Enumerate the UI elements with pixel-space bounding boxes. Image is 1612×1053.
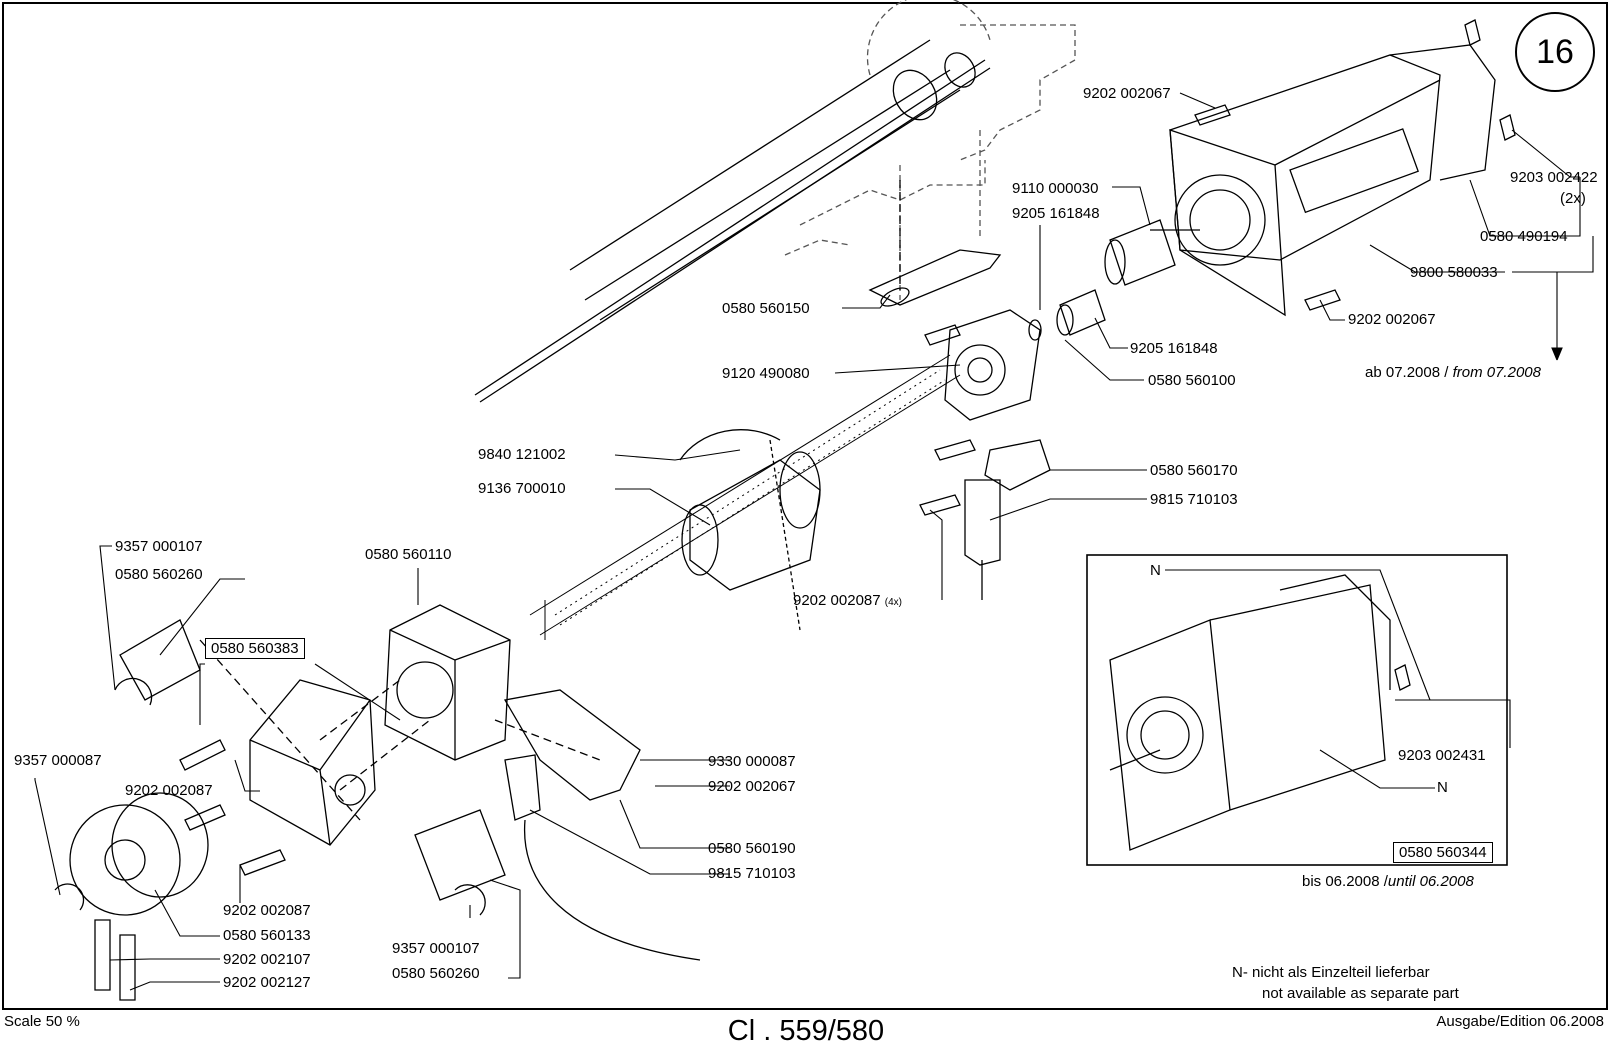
machine-frame-outline xyxy=(784,0,1076,300)
footer-model: Cl . 559/580 xyxy=(727,1015,885,1047)
bracket-0580-560170 xyxy=(984,439,1051,491)
part-label: 0580 560100 xyxy=(1148,372,1236,389)
pin-0580-560260-left xyxy=(119,619,201,701)
clip-9357-000107-bottom xyxy=(454,884,486,916)
part-label: 9202 002127 xyxy=(223,974,311,991)
flange-9120-490080 xyxy=(944,309,1041,421)
inset-n-label: N xyxy=(1150,562,1161,579)
part-label: 9202 002067 xyxy=(708,778,796,795)
clip-9357-000087 xyxy=(54,883,85,911)
part-label: 9136 700010 xyxy=(478,480,566,497)
part-label: 0580 560260 xyxy=(392,965,480,982)
part-label: 9815 710103 xyxy=(708,865,796,882)
clip-9357-000107-left xyxy=(114,677,153,706)
footer-scale: Scale 50 % xyxy=(4,1013,80,1030)
ball-screw-9840-121002 xyxy=(529,354,961,640)
block-0580-560110 xyxy=(384,604,511,761)
part-qty: (4x) xyxy=(884,597,902,608)
part-label: 0580 560170 xyxy=(1150,462,1238,479)
inset-motor-0580-560344 xyxy=(1109,574,1411,851)
inset-frame xyxy=(1086,554,1508,866)
pin-0580-560260-bottom xyxy=(414,809,506,901)
bracket-0580-560150 xyxy=(868,249,1002,306)
part-label: 0580 560260 xyxy=(115,566,203,583)
part-label: 0580 490194 xyxy=(1480,228,1568,245)
leader-lines xyxy=(34,92,1594,991)
part-number: 9202 002087 xyxy=(793,592,881,609)
part-label: 9840 121002 xyxy=(478,446,566,463)
until-note-de: bis 06.2008 / xyxy=(1302,873,1388,890)
part-label: 9330 000087 xyxy=(708,753,796,770)
n-note-de: N- nicht als Einzelteil lieferbar xyxy=(1232,964,1430,981)
n-note-en: not available as separate part xyxy=(1262,985,1459,1002)
wheel-0580-560133 xyxy=(69,792,209,916)
page-number: 16 xyxy=(1515,12,1595,92)
from-note-en: from 07.2008 xyxy=(1452,364,1541,381)
part-label: 9357 000107 xyxy=(115,538,203,555)
part-label: 9202 002087 xyxy=(125,782,213,799)
part-label: 9202 002067 xyxy=(1348,311,1436,328)
inset-n-label: N xyxy=(1437,779,1448,796)
sensor-9815-710103 xyxy=(504,754,541,821)
part-label: 9202 002087 xyxy=(223,902,311,919)
part-label: 0580 560110 xyxy=(365,546,452,563)
part-label: 9202 002107 xyxy=(223,951,311,968)
part-label: 0580 560133 xyxy=(223,927,311,944)
from-note: ab 07.2008 / from 07.2008 xyxy=(1365,364,1541,381)
until-note-en: until 06.2008 xyxy=(1387,873,1474,890)
part-label-qty: (2x) xyxy=(1560,190,1586,207)
from-note-de: ab 07.2008 / xyxy=(1365,364,1453,381)
part-label: 9205 161848 xyxy=(1130,340,1218,357)
part-label-boxed: 0580 560344 xyxy=(1393,842,1493,863)
part-label: 0580 560150 xyxy=(722,300,810,317)
part-label: 9202 002067 xyxy=(1083,85,1171,102)
part-label: 0580 560190 xyxy=(708,840,796,857)
part-label: 9357 000107 xyxy=(392,940,480,957)
guide-rails xyxy=(474,39,991,403)
bracket-0580-560190 xyxy=(503,689,641,801)
part-label: 9800 580033 xyxy=(1410,264,1498,281)
coupling-9110-000030 xyxy=(1028,219,1176,341)
rail-collar xyxy=(892,69,938,121)
until-note: bis 06.2008 /until 06.2008 xyxy=(1302,873,1474,890)
motor-9800-580033 xyxy=(1150,44,1496,317)
block-0580-560383 xyxy=(249,679,376,846)
drawing-frame xyxy=(2,2,1608,1010)
footer-edition: Ausgabe/Edition 06.2008 xyxy=(1436,1013,1604,1030)
part-label: 9120 490080 xyxy=(722,365,810,382)
nut-9136-700010 xyxy=(679,429,821,631)
part-label: 9203 002422 xyxy=(1510,169,1598,186)
part-label-boxed: 0580 560383 xyxy=(205,638,305,659)
part-label: 9205 161848 xyxy=(1012,205,1100,222)
part-label: 9203 002431 xyxy=(1398,747,1486,764)
part-label: 9357 000087 xyxy=(14,752,102,769)
part-label: 9110 000030 xyxy=(1012,180,1099,197)
part-label: 9815 710103 xyxy=(1150,491,1238,508)
part-label: 9202 002087 (4x) xyxy=(793,592,902,611)
